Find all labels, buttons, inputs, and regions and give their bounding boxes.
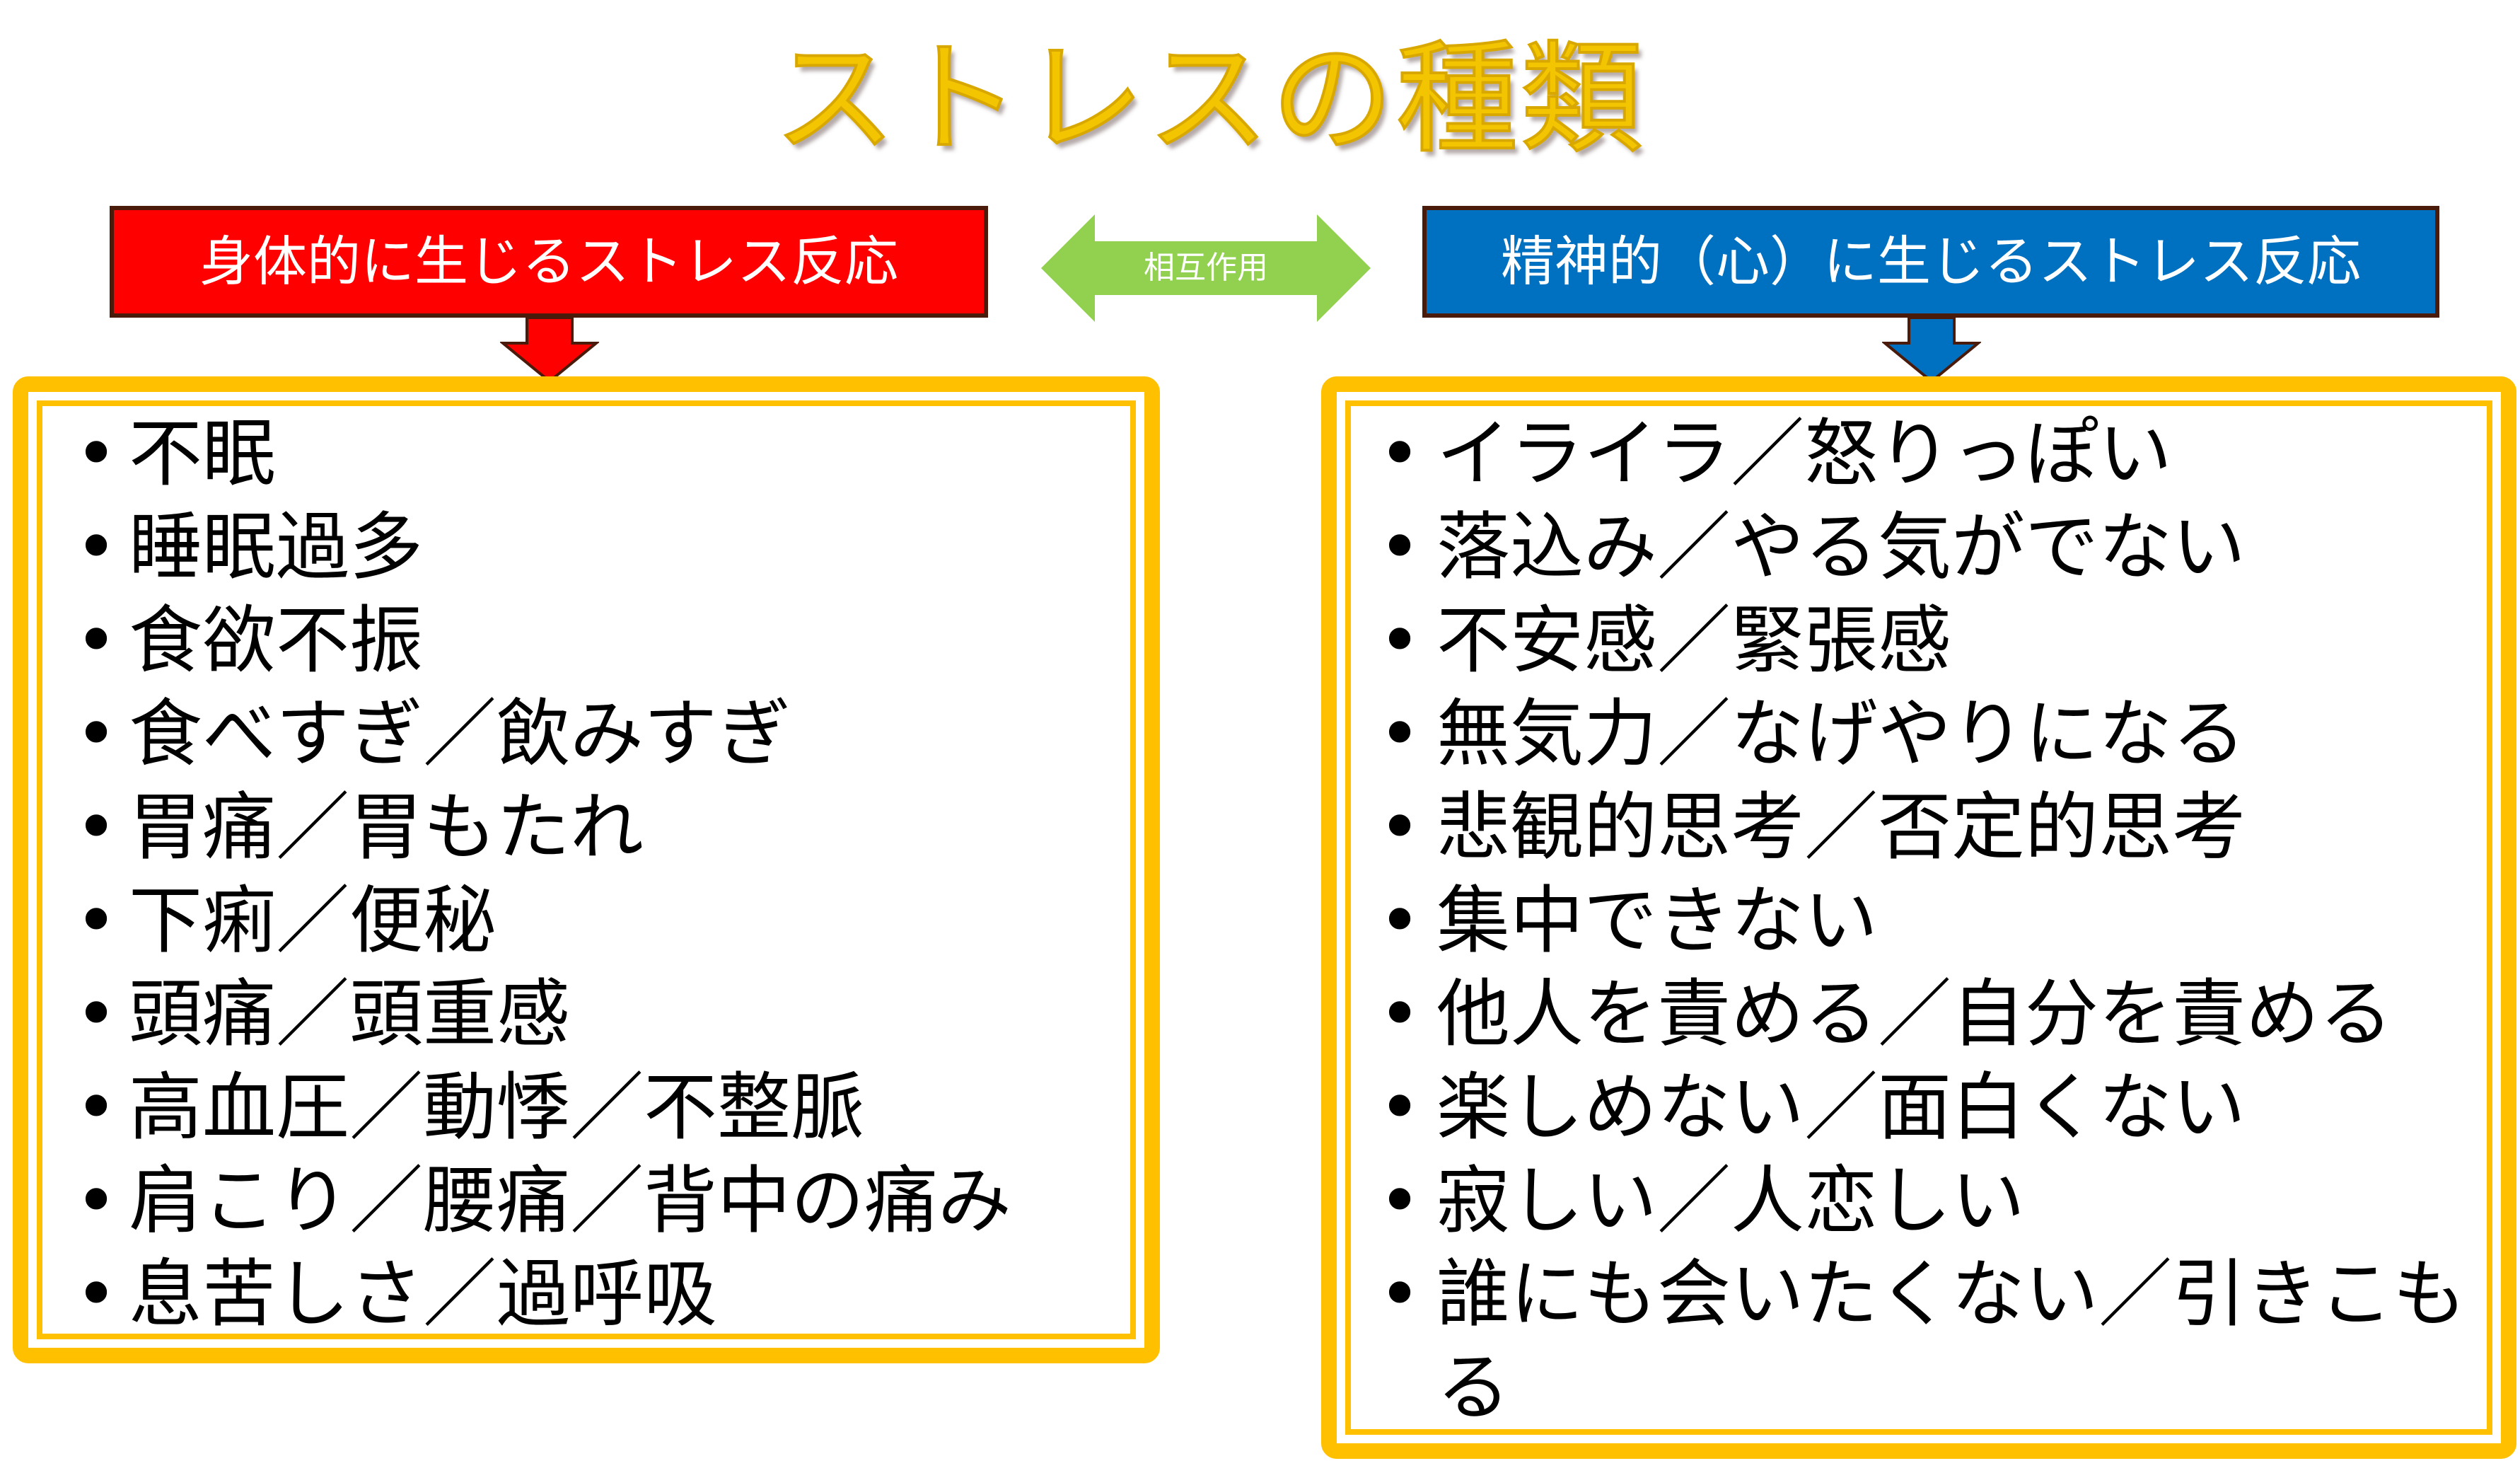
item-text: イライラ／怒りっぽい	[1436, 410, 2173, 497]
bullet: •	[1378, 1064, 1422, 1150]
item-text: 胃痛／胃もたれ	[129, 784, 644, 870]
item-text: 誰にも会いたくない／引きこもる	[1436, 1251, 2467, 1431]
item-text: 楽しめない／面白くない	[1436, 1064, 2246, 1150]
bullet: •	[74, 1251, 118, 1337]
bullet: •	[74, 597, 118, 683]
mental-stress-list: •イライラ／怒りっぽい •落込み／やる気がでない •不安感／緊張感 •無気力／な…	[1363, 407, 2480, 1434]
item-text: 息苦しさ／過呼吸	[129, 1251, 718, 1337]
physical-stress-list: •不眠 •睡眠過多 •食欲不振 •食べすぎ／飲みすぎ •胃痛／胃もたれ •下痢／…	[64, 407, 1139, 1341]
bullet: •	[1378, 1157, 1422, 1244]
list-item: •楽しめない／面白くない	[1363, 1061, 2480, 1154]
list-item: •悲観的思考／否定的思考	[1363, 780, 2480, 874]
list-item: •落込み／やる気がでない	[1363, 500, 2480, 594]
list-item: •不眠	[64, 407, 1139, 500]
item-text: 下痢／便秘	[129, 877, 497, 964]
item-text: 高血圧／動悸／不整脈	[129, 1064, 865, 1150]
list-item: •食べすぎ／飲みすぎ	[64, 687, 1139, 780]
list-item: •無気力／なげやりになる	[1363, 687, 2480, 780]
bullet: •	[1378, 410, 1422, 497]
bullet: •	[74, 691, 118, 777]
list-item: •下痢／便秘	[64, 874, 1139, 967]
physical-stress-header: 身体的に生じるストレス反応	[110, 206, 988, 318]
bullet: •	[1378, 691, 1422, 777]
bullet: •	[74, 1064, 118, 1150]
bullet: •	[74, 877, 118, 964]
list-item: •食欲不振	[64, 594, 1139, 687]
item-text: 悲観的思考／否定的思考	[1436, 784, 2246, 870]
page-title: ストレスの種類	[772, 27, 1645, 171]
list-item: •不安感／緊張感	[1363, 594, 2480, 687]
item-text: 他人を責める／自分を責める	[1436, 971, 2393, 1057]
bullet: •	[74, 971, 118, 1057]
physical-items-frame	[13, 376, 1160, 1363]
item-text: 寂しい／人恋しい	[1436, 1157, 2026, 1244]
item-text: 不眠	[129, 410, 277, 497]
list-item: •睡眠過多	[64, 500, 1139, 594]
list-item: •イライラ／怒りっぽい	[1363, 407, 2480, 500]
interaction-label: 相互作用	[1144, 250, 1268, 286]
item-text: 頭痛／頭重感	[129, 971, 571, 1057]
list-item: •集中できない	[1363, 874, 2480, 967]
list-item: •高血圧／動悸／不整脈	[64, 1061, 1139, 1154]
bullet: •	[74, 784, 118, 870]
item-text: 食べすぎ／飲みすぎ	[129, 691, 791, 777]
list-item: •息苦しさ／過呼吸	[64, 1247, 1139, 1341]
bullet: •	[1378, 877, 1422, 964]
item-text: 不安感／緊張感	[1436, 597, 1952, 683]
mental-items-frame	[1321, 376, 2516, 1459]
interaction-double-arrow: 相互作用	[1041, 214, 1371, 322]
bullet: •	[74, 410, 118, 497]
bullet: •	[74, 504, 118, 590]
bullet: •	[1378, 971, 1422, 1057]
mental-stress-header: 精神的（心）に生じるストレス反応	[1422, 206, 2439, 318]
list-item: •寂しい／人恋しい	[1363, 1154, 2480, 1247]
down-arrow-icon	[1881, 316, 1982, 383]
bullet: •	[1378, 597, 1422, 683]
item-text: 落込み／やる気がでない	[1436, 504, 2246, 590]
list-item: •誰にも会いたくない／引きこもる	[1363, 1247, 2480, 1434]
item-text: 肩こり／腰痛／背中の痛み	[129, 1157, 1012, 1244]
list-item: •胃痛／胃もたれ	[64, 780, 1139, 874]
down-arrow-icon	[499, 316, 600, 383]
bullet: •	[74, 1157, 118, 1244]
list-item: •頭痛／頭重感	[64, 967, 1139, 1061]
item-text: 食欲不振	[129, 597, 424, 683]
bullet: •	[1378, 504, 1422, 590]
list-item: •肩こり／腰痛／背中の痛み	[64, 1154, 1139, 1247]
item-text: 睡眠過多	[129, 504, 424, 590]
bullet: •	[1378, 1251, 1422, 1337]
bullet: •	[1378, 784, 1422, 870]
item-text: 無気力／なげやりになる	[1436, 691, 2246, 777]
list-item: •他人を責める／自分を責める	[1363, 967, 2480, 1061]
item-text: 集中できない	[1436, 877, 1879, 964]
